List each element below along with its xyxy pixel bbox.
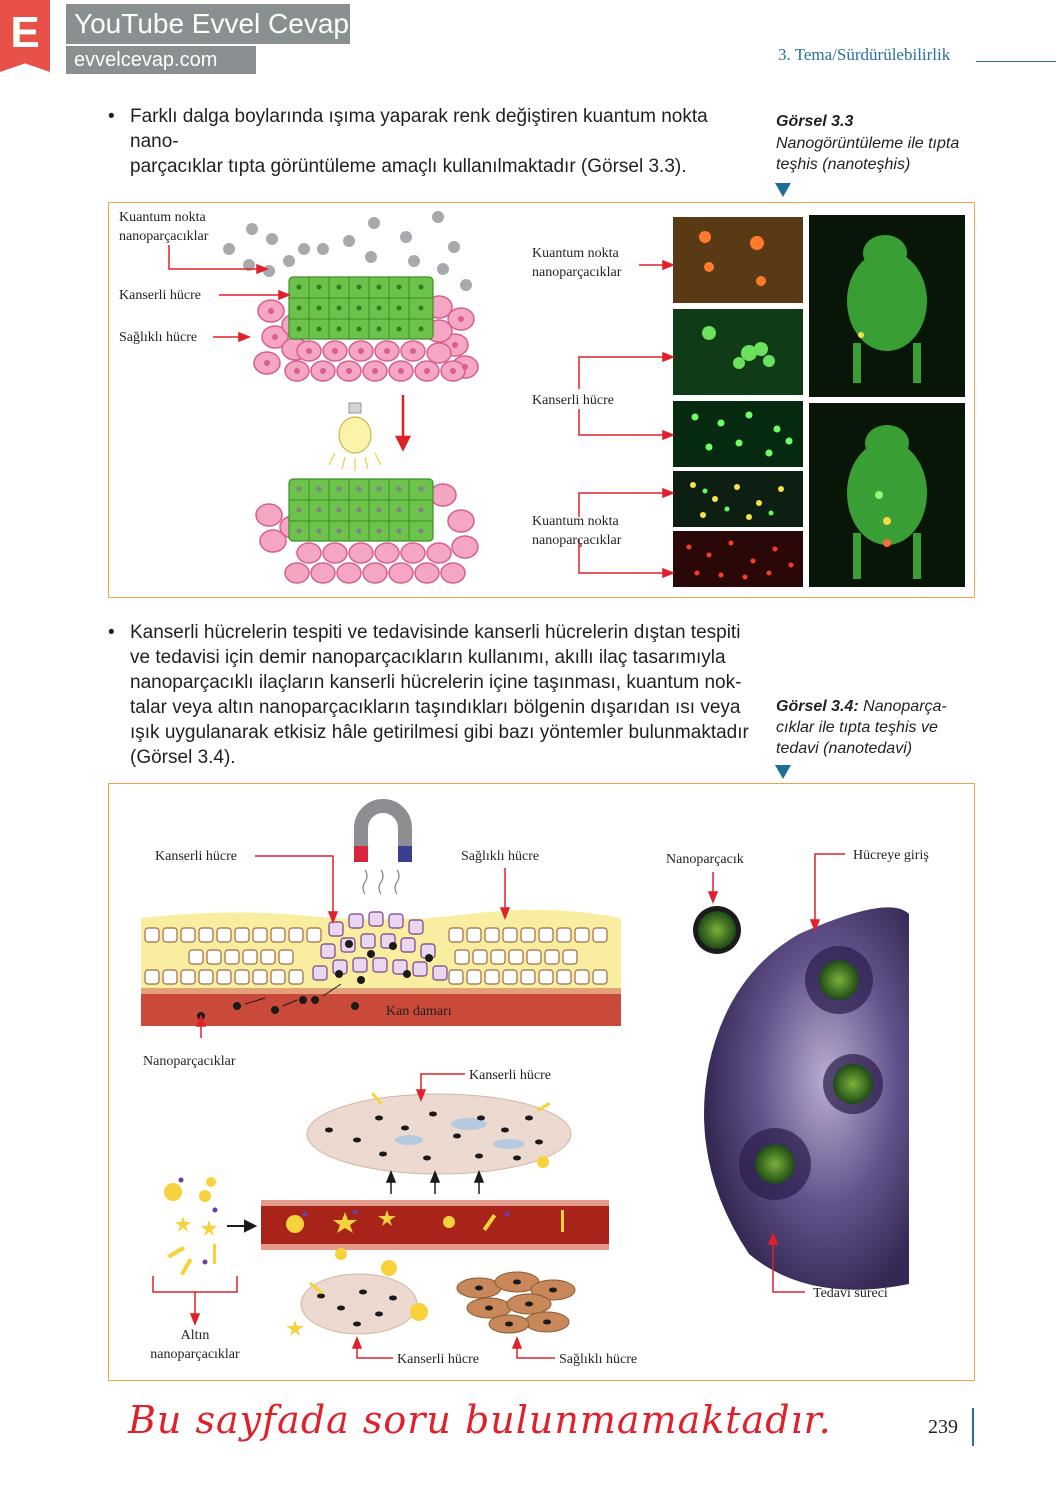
page-number-rule [972, 1408, 974, 1446]
label-cancer-cell-2: Kanserli hücre [532, 393, 615, 408]
label-cancer-cell-mid: Kanserli hücre [469, 1068, 552, 1083]
page-number: 239 [928, 1416, 958, 1438]
paragraph-2-line-2: ve tedavisi için demir nanoparçacıkların… [130, 647, 726, 668]
paragraph-2-line-5: ışık uygulanarak etkisiz hâle getirilmes… [130, 722, 749, 743]
caption-2: Görsel 3.4: Nanoparça- cıklar ile tıpta … [776, 696, 1016, 759]
label-quantum-dot-2: Kuantum nokta nanoparçacıklar [532, 246, 622, 280]
label-healthy-cell-bottom: Sağlıklı hücre [559, 1352, 638, 1367]
header-theme: 3. Tema/Sürdürülebilirlik [778, 45, 951, 64]
paragraph-2-line-1: Kanserli hücrelerin tespiti ve tedavisin… [130, 622, 741, 643]
label-healthy-cell-1: Sağlıklı hücre [119, 330, 198, 345]
footer-note: Bu sayfada soru bulunmamaktadır. [128, 1398, 832, 1442]
label-cancer-cell-bottom: Kanserli hücre [397, 1352, 480, 1367]
micrograph-orange [673, 217, 803, 303]
paragraph-1: Farklı dalga boylarında ışıma yaparak re… [130, 104, 752, 179]
label-healthy-cell-top: Sağlıklı hücre [461, 849, 540, 864]
label-nanoparticles: Nanoparçacıklar [143, 1054, 236, 1069]
paragraph-2-line-6: (Görsel 3.4). [130, 747, 236, 768]
brand-url[interactable]: evvelcevap.com [66, 46, 256, 74]
caption-2-line-1: Görsel 3.4: Nanoparça- [776, 698, 947, 715]
figure-3-4-illustration [141, 799, 909, 1359]
figure-3-3: Kuantum nokta nanoparçacıklar Kanserli h… [108, 202, 975, 598]
label-quantum-dot-1: Kuantum nokta nanoparçacıklar [119, 210, 209, 244]
paragraph-1-line-1: Farklı dalga boylarında ışıma yaparak re… [130, 106, 708, 152]
magnet-icon [354, 799, 412, 895]
caption-2-line-3: tedavi (nanotedavi) [776, 740, 913, 757]
paragraph-2-line-4: talar veya altın nanoparçacıkların taşın… [130, 697, 741, 718]
brand-title[interactable]: YouTube Evvel Cevap [66, 4, 350, 44]
label-cell-entry: Hücreye giriş [853, 848, 929, 863]
caption-1-line-1: Nanogörüntüleme ile tıpta [776, 135, 960, 152]
nanoparticle-icon [693, 906, 741, 954]
label-cancer-cell-1: Kanserli hücre [119, 288, 202, 303]
bullet: • [108, 622, 115, 643]
label-treatment-process: Tedavi süreci [813, 1286, 888, 1301]
paragraph-2-line-3: nanoparçacıklı ilaçların kanserli hücrel… [130, 672, 742, 693]
figure-3-4: Kanserli hücre Sağlıklı hücre Kan damarı… [108, 783, 975, 1381]
light-bulb-icon [328, 402, 382, 471]
caption-1-pointer-icon [775, 183, 791, 197]
label-blood-vessel: Kan damarı [386, 1004, 452, 1019]
label-nanoparticle: Nanoparçacık [666, 852, 744, 867]
label-quantum-dot-3: Kuantum nokta nanoparçacıklar [532, 514, 622, 548]
brand-logo-letter: E [0, 0, 50, 72]
caption-2-pointer-icon [775, 765, 791, 779]
figure-3-3-illustration [168, 211, 965, 587]
header-rule [976, 61, 1056, 62]
bullet: • [108, 106, 115, 127]
paragraph-2: Kanserli hücrelerin tespiti ve tedavisin… [130, 620, 754, 770]
caption-1-line-2: teşhis (nanoteşhis) [776, 156, 911, 173]
caption-1-title: Görsel 3.3 [776, 113, 854, 130]
caption-1: Görsel 3.3 Nanogörüntüleme ile tıpta teş… [776, 113, 1016, 175]
paragraph-1-line-2: parçacıklar tıpta görüntüleme amaçlı kul… [130, 156, 687, 177]
caption-2-line-2: cıklar ile tıpta teşhis ve [776, 719, 938, 736]
label-gold-nanoparticles: Altın nanoparçacıklar [150, 1328, 240, 1362]
label-cancer-cell-top: Kanserli hücre [155, 849, 238, 864]
